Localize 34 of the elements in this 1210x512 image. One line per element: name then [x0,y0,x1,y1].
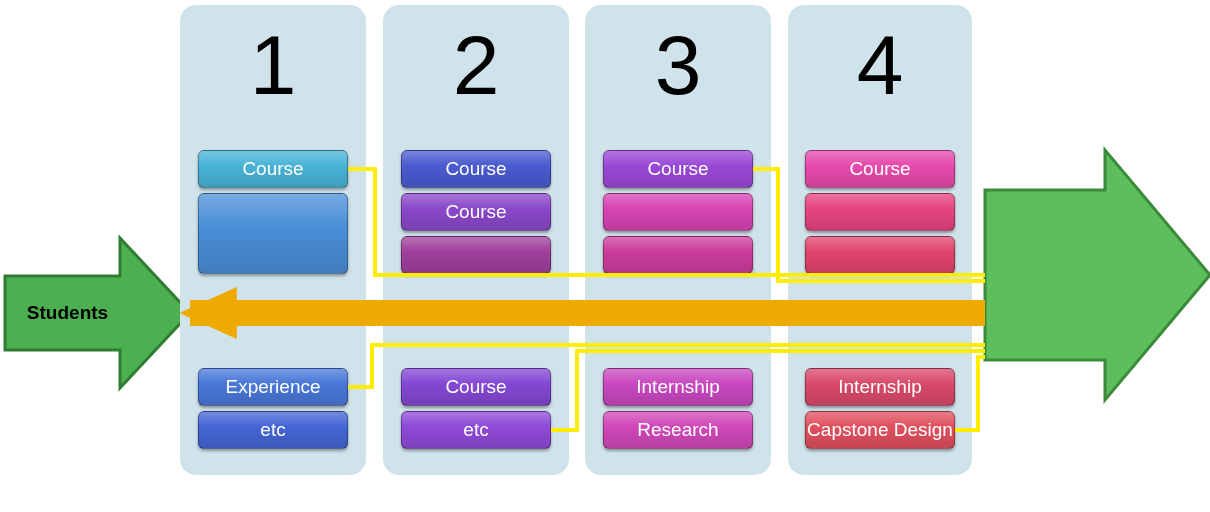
activity-box: Experience [198,368,348,406]
activity-box: Internship [603,368,753,406]
activity-box: Internship [805,368,955,406]
activity-box: Course [401,368,551,406]
activity-box: Course [198,150,348,188]
blank-box [603,193,753,231]
blank-box [805,236,955,274]
activity-box: Course [805,150,955,188]
blank-box [805,193,955,231]
activity-box: Course [401,150,551,188]
connector-line [348,343,985,389]
connector-line [551,349,985,432]
connector-line [753,167,985,283]
activity-box: etc [401,411,551,449]
feedback-arrow [179,287,985,339]
year-number: 4 [856,23,904,107]
year-column [788,5,972,475]
year-number: 2 [452,23,500,107]
year-column [383,5,569,475]
arrow-label: Students [26,302,109,324]
activity-box: etc [198,411,348,449]
year-number: 3 [654,23,702,107]
activity-box: Course [603,150,753,188]
blank-box [401,236,551,274]
activity-box: Research [603,411,753,449]
year-number: 1 [249,23,297,107]
connector-line [348,167,985,277]
connector-line [955,355,985,432]
year-column [180,5,366,475]
activity-box: Course [401,193,551,231]
year-column [585,5,771,475]
blank-box [603,236,753,274]
activity-box: Capstone Design [805,411,955,449]
blank-box [198,193,348,274]
